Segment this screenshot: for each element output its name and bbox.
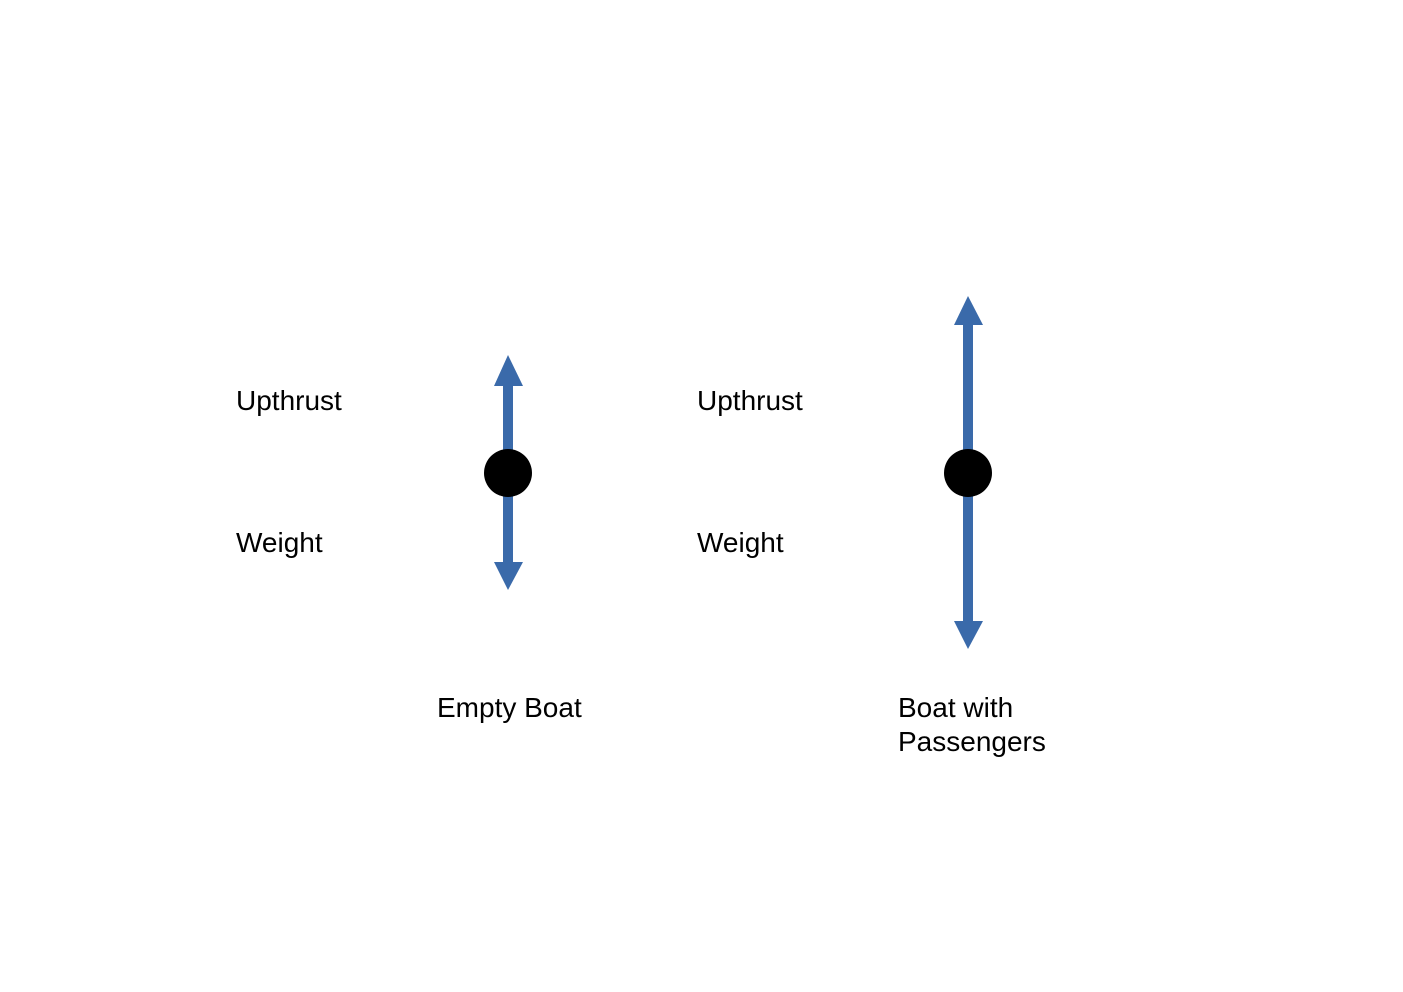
upthrust-arrow-head	[494, 355, 523, 386]
loaded-boat-forces	[944, 296, 992, 649]
empty-boat-caption: Empty Boat	[437, 692, 582, 723]
weight-arrow-head	[954, 621, 983, 649]
upthrust-arrow-shaft	[963, 322, 973, 453]
upthrust-arrow-shaft	[503, 383, 513, 453]
upthrust-arrow-head	[954, 296, 983, 325]
upthrust-label: Upthrust	[697, 385, 803, 416]
weight-label: Weight	[236, 527, 323, 558]
weight-arrow-head	[494, 562, 523, 590]
loaded-boat-caption-line2: Passengers	[898, 726, 1046, 757]
upthrust-label: Upthrust	[236, 385, 342, 416]
empty-boat-forces	[484, 355, 532, 590]
centre-of-mass-point	[484, 449, 532, 497]
centre-of-mass-point	[944, 449, 992, 497]
weight-arrow-shaft	[963, 493, 973, 624]
weight-arrow-shaft	[503, 493, 513, 565]
loaded-boat-caption-line1: Boat with	[898, 692, 1014, 723]
weight-label: Weight	[697, 527, 784, 558]
